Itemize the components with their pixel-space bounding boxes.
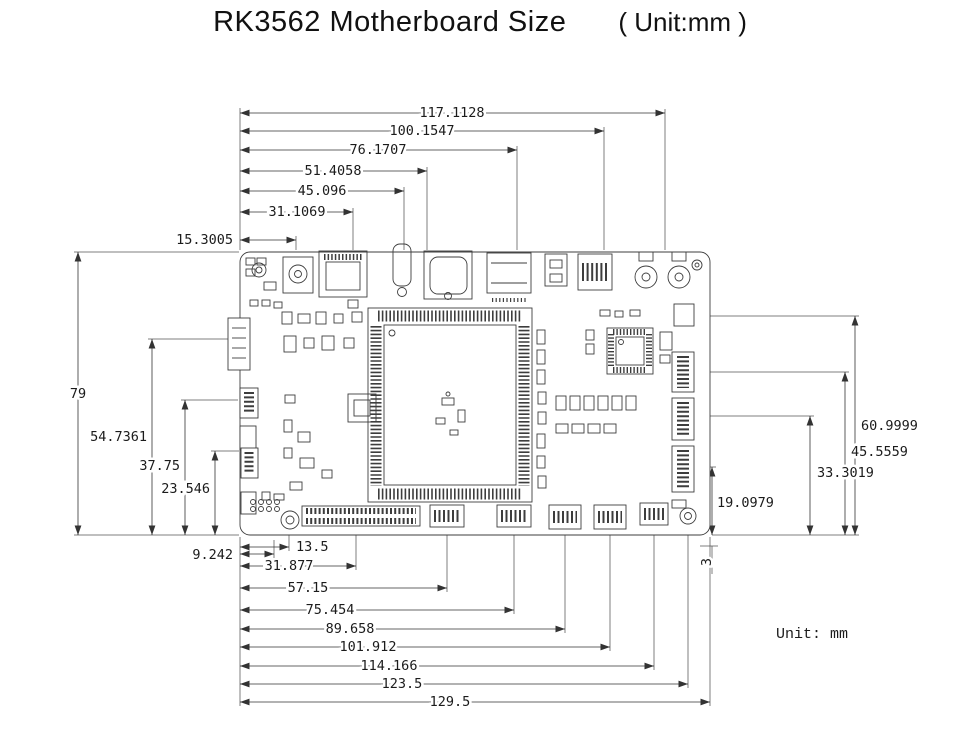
dim-label-left-0: 79 <box>70 386 86 402</box>
smd-components-right <box>555 309 673 434</box>
bottom-connector-3 <box>548 504 582 530</box>
solder-pads-bottom-left <box>250 499 280 512</box>
board-outline <box>239 251 711 536</box>
mounting-hole-bottom-left <box>280 510 300 530</box>
left-connector-3 <box>240 447 259 479</box>
dim-label-edge-3: 3 <box>699 558 715 566</box>
right-edge-connector-1 <box>673 303 695 327</box>
top-connector-small <box>544 253 568 287</box>
smd-components-left <box>261 311 363 501</box>
dim-label-bottom-7: 114.166 <box>361 658 418 674</box>
bottom-connector-1 <box>429 504 465 528</box>
qfp-chip <box>606 327 654 375</box>
cpu-chip <box>367 307 533 503</box>
dim-label-top-3: 51.4058 <box>305 163 362 179</box>
title-text: RK3562 Motherboard Size <box>213 6 567 38</box>
rf-antenna-connector-1 <box>634 251 658 289</box>
sd-card-slot <box>423 250 473 300</box>
dim-label-right-3: 19.0979 <box>717 495 774 511</box>
left-connector-2 <box>239 425 257 451</box>
bottom-connector-2 <box>496 504 532 528</box>
dim-label-top-6: 15.3005 <box>176 232 233 248</box>
dim-label-top-5: 31.1069 <box>269 204 326 220</box>
battery-connector <box>227 317 251 371</box>
left-connector-1 <box>239 387 259 419</box>
dim-label-top-4: 45.096 <box>298 183 347 199</box>
dim-label-bottom-6: 101.912 <box>340 639 397 655</box>
dim-label-right-1: 45.5559 <box>851 444 908 460</box>
smd-components-top-left <box>245 257 359 309</box>
right-edge-connector-3 <box>671 397 695 441</box>
dim-label-bottom-2: 31.877 <box>265 558 314 574</box>
left-connector-4 <box>240 491 257 515</box>
audio-jack <box>392 243 412 297</box>
dim-label-bottom-3: 57.15 <box>288 580 329 596</box>
dim-label-top-1: 100.1547 <box>389 123 454 139</box>
mounting-hole-bottom-right <box>679 507 697 525</box>
dim-label-right-2: 33.3019 <box>817 465 874 481</box>
gpio-pin-header <box>301 505 421 527</box>
dim-label-bottom-5: 89.658 <box>326 621 375 637</box>
mounting-hole-top-right <box>691 259 703 271</box>
usb-port <box>486 252 532 302</box>
extension-lines <box>74 108 859 706</box>
dc-power-jack <box>282 256 314 294</box>
bottom-connector-4 <box>593 504 627 530</box>
smd-components-center <box>536 329 547 489</box>
dim-label-top-2: 76.1707 <box>350 142 407 158</box>
mounting-hole-top-left <box>251 262 267 278</box>
title-unit-suffix: ( Unit:mm ) <box>618 7 747 37</box>
dimension-labels: 117.1128 100.1547 76.1707 51.4058 45.096… <box>67 103 920 713</box>
unit-note: Unit: mm <box>776 626 848 643</box>
dim-label-bottom-1: 9.242 <box>192 547 233 563</box>
dim-label-left-2: 37.75 <box>139 458 180 474</box>
page-title: RK3562 Motherboard Size ( Unit:mm ) <box>0 6 960 39</box>
top-pin-header <box>577 253 613 291</box>
right-edge-connector-4 <box>671 445 695 493</box>
ethernet-port <box>318 250 368 298</box>
pmic-chip <box>347 393 377 423</box>
pcb-board <box>227 243 711 536</box>
bottom-connector-5 <box>639 502 669 526</box>
dim-label-left-3: 23.546 <box>161 481 210 497</box>
rf-antenna-connector-2 <box>667 251 691 289</box>
dimension-lines <box>74 109 859 706</box>
dim-label-bottom-0: 13.5 <box>296 539 329 555</box>
right-edge-connector-2 <box>671 351 695 393</box>
dim-label-left-1: 54.7361 <box>90 429 147 445</box>
dim-label-top-0: 117.1128 <box>419 105 484 121</box>
dim-label-right-0: 60.9999 <box>861 418 918 434</box>
dim-label-bottom-9: 129.5 <box>430 694 471 710</box>
right-edge-connector-5 <box>671 499 687 509</box>
dim-label-bottom-4: 75.454 <box>306 602 355 618</box>
dim-label-bottom-8: 123.5 <box>382 676 423 692</box>
